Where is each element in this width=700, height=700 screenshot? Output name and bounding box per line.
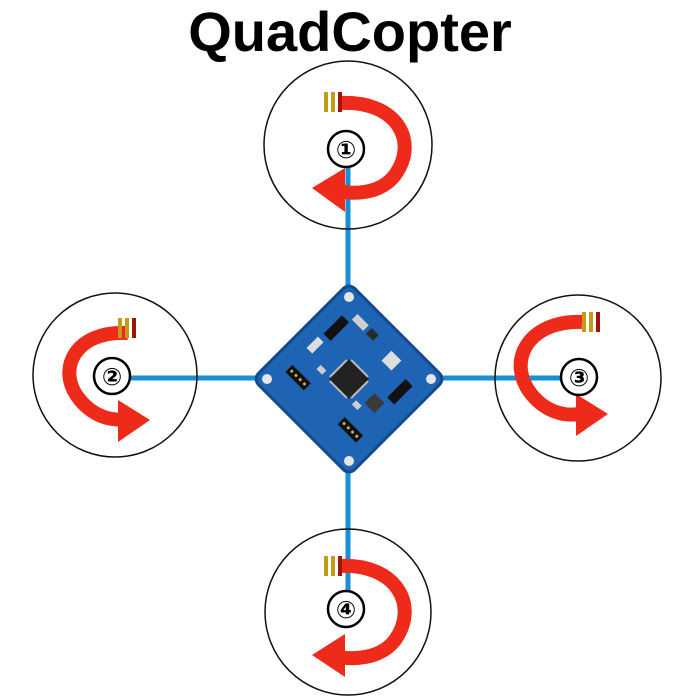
motor-label-3-text: ③	[569, 364, 589, 392]
rotation-arrow-3	[513, 312, 608, 436]
diagram-title: QuadCopter	[188, 0, 512, 63]
motor-label-1-text: ①	[336, 136, 356, 164]
motor-label-4: ④	[326, 589, 366, 629]
propeller-circles	[32, 60, 662, 696]
motor-label-2-text: ②	[102, 363, 122, 391]
rotation-arrow-1	[312, 92, 412, 212]
motor-label-2: ②	[92, 356, 132, 396]
propeller-circle-2	[32, 292, 198, 458]
flight-controller-board	[254, 284, 444, 474]
propeller-circle-4	[264, 528, 432, 696]
motor-label-1: ①	[326, 129, 366, 169]
propeller-circle-3	[494, 294, 662, 462]
rotation-arrow-2	[62, 318, 150, 442]
motor-label-4-text: ④	[336, 596, 356, 624]
rotation-arrow-4	[312, 556, 412, 677]
propeller-circle-1	[263, 60, 433, 230]
motor-label-3: ③	[559, 357, 599, 397]
